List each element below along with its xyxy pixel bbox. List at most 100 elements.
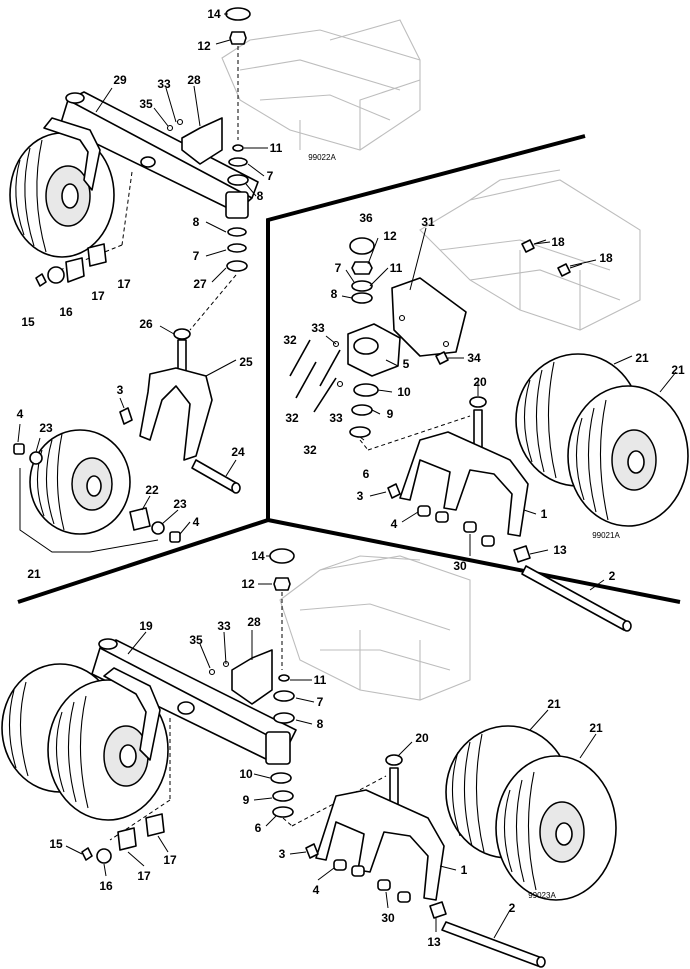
- callout: 7: [317, 695, 324, 709]
- callout: 17: [91, 289, 105, 303]
- callout: 11: [390, 261, 403, 275]
- dual-wheels-middle: [515, 353, 689, 527]
- callout: 18: [551, 235, 565, 249]
- callout: 23: [173, 497, 187, 511]
- callout: 16: [59, 305, 73, 319]
- figure-code-middle: 99021A: [592, 531, 620, 540]
- callout: 18: [599, 251, 613, 265]
- callout: 15: [21, 315, 35, 329]
- callout: 1: [541, 507, 548, 521]
- callout: 6: [363, 467, 370, 481]
- callout: 29: [113, 73, 127, 87]
- callout: 13: [553, 543, 567, 557]
- callout: 28: [247, 615, 261, 629]
- callout: 9: [243, 793, 250, 807]
- callout: 19: [139, 619, 153, 633]
- callout: 8: [193, 215, 200, 229]
- callout: 35: [139, 97, 153, 111]
- callout: 3: [357, 489, 364, 503]
- callout: 36: [359, 211, 373, 225]
- callout: 25: [239, 355, 253, 369]
- frame-ghost-top: [221, 19, 421, 151]
- callout: 1: [461, 863, 468, 877]
- callout: 20: [473, 375, 487, 389]
- mount-bracket: [181, 117, 223, 165]
- callout: 14: [207, 7, 221, 21]
- callout: 11: [270, 141, 283, 155]
- callout: 9: [387, 407, 394, 421]
- wheel-top-left: [9, 117, 115, 258]
- figure-code-top: 99022A: [308, 153, 336, 162]
- pivot-bracket: [391, 277, 467, 357]
- caster-fork-bottom: [315, 789, 445, 901]
- callout: 13: [427, 935, 441, 949]
- dual-wheels-bottom-left: [1, 663, 169, 821]
- callout: 8: [331, 287, 338, 301]
- callouts-middle-right: 36 12 31 18 18 7 11 8 33 32 5 34 32 10 3…: [283, 211, 685, 583]
- top-left-assembly: [9, 7, 421, 553]
- callout: 24: [231, 445, 245, 459]
- callout: 21: [27, 567, 41, 581]
- callout: 4: [313, 883, 320, 897]
- callout: 20: [415, 731, 429, 745]
- callout: 8: [317, 717, 324, 731]
- middle-right-assembly: [289, 169, 689, 632]
- callout: 33: [329, 411, 343, 425]
- callout: 8: [257, 189, 264, 203]
- callout: 21: [547, 697, 561, 711]
- callout: 17: [137, 869, 151, 883]
- callout: 26: [139, 317, 153, 331]
- callout: 33: [157, 77, 171, 91]
- callout: 6: [255, 821, 262, 835]
- callout: 28: [187, 73, 201, 87]
- section-dividers: [17, 134, 681, 604]
- callout: 23: [39, 421, 53, 435]
- callouts-bottom: 14 12 19 33 28 35 11 7 8 10 9 6 20 21 21…: [49, 549, 603, 949]
- callout: 30: [381, 911, 395, 925]
- callout: 12: [197, 39, 211, 53]
- callout: 31: [421, 215, 435, 229]
- callout: 14: [251, 549, 265, 563]
- callout: 30: [453, 559, 467, 573]
- callout: 10: [397, 385, 411, 399]
- callout: 17: [117, 277, 131, 291]
- callout: 33: [217, 619, 231, 633]
- callout: 4: [193, 515, 200, 529]
- callout: 33: [311, 321, 325, 335]
- wheel-mid-left: [29, 429, 131, 535]
- callout: 2: [509, 901, 516, 915]
- callout: 4: [17, 407, 24, 421]
- callout: 16: [99, 879, 113, 893]
- callout: 34: [467, 351, 481, 365]
- callout: 21: [589, 721, 603, 735]
- callout: 32: [283, 333, 297, 347]
- callout: 32: [303, 443, 317, 457]
- caster-fork-middle: [399, 431, 529, 537]
- cap-part: [225, 7, 251, 21]
- callout: 4: [391, 517, 398, 531]
- callout: 32: [285, 411, 299, 425]
- leader-lines: [17, 13, 677, 939]
- dual-wheels-bottom-right: [445, 725, 617, 901]
- callout: 17: [163, 853, 177, 867]
- nut-part: [229, 31, 247, 45]
- callout: 21: [635, 351, 649, 365]
- callout: 12: [241, 577, 255, 591]
- frame-ghost-middle: [419, 169, 641, 331]
- callout: 12: [383, 229, 397, 243]
- callout: 3: [279, 847, 286, 861]
- callout: 21: [671, 363, 685, 377]
- callout: 2: [609, 569, 616, 583]
- callout: 11: [314, 673, 327, 687]
- callout: 3: [117, 383, 124, 397]
- frame-ghost-bottom: [279, 555, 471, 701]
- bottom-assembly: [1, 548, 617, 968]
- figure-code-bottom: 99023A: [528, 891, 556, 900]
- callout: 7: [193, 249, 200, 263]
- callout: 22: [145, 483, 159, 497]
- callout: 27: [193, 277, 207, 291]
- caster-fork: [139, 367, 213, 461]
- callout: 35: [189, 633, 203, 647]
- callout: 10: [239, 767, 253, 781]
